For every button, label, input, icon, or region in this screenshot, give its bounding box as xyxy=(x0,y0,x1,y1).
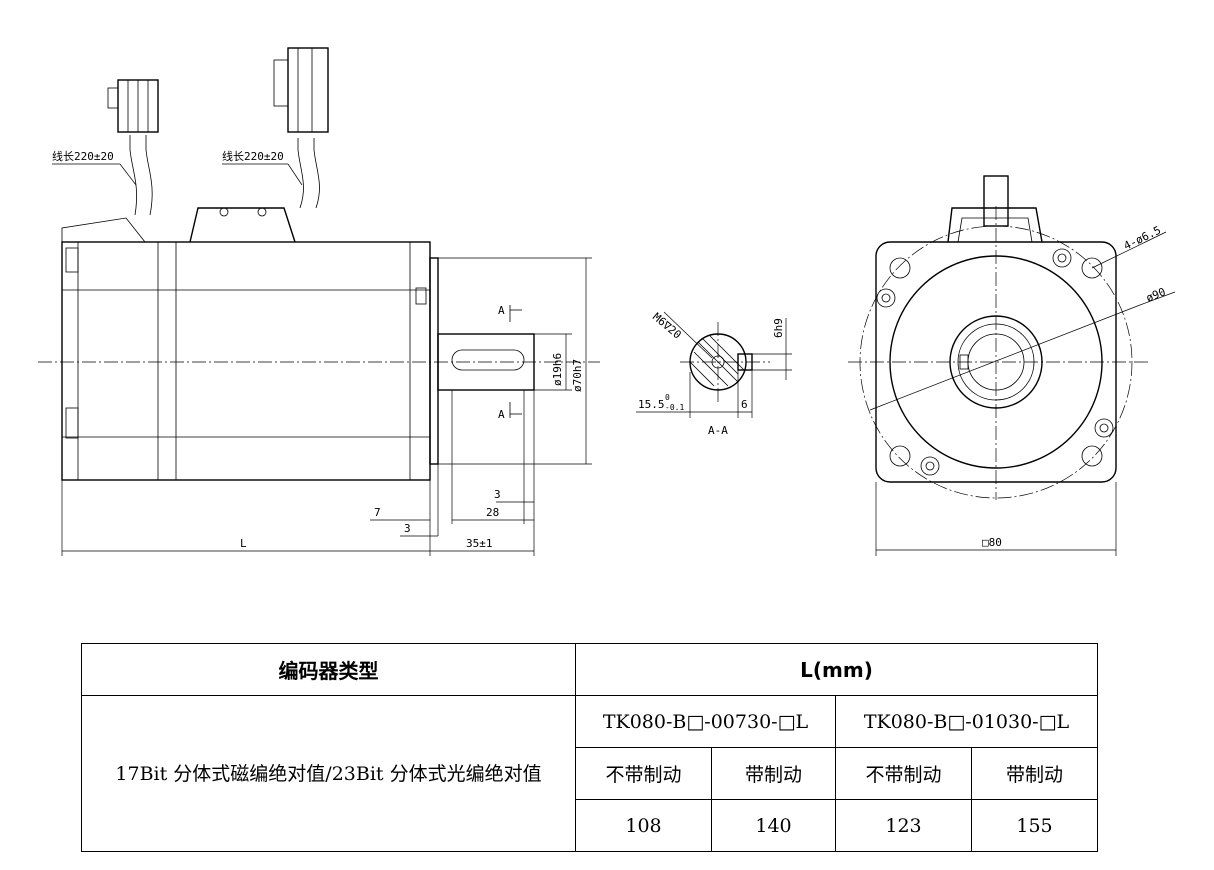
dim-flange-3: 3 xyxy=(404,522,411,535)
key-depth-tol-lower: -0.1 xyxy=(665,403,684,412)
side-view: 线长220±20 线长220±20 A A ø19h6 ø70h7 3 28 xyxy=(38,47,600,556)
dim-length-L: L xyxy=(240,537,247,550)
col-brake-2: 带制动 xyxy=(970,747,1099,800)
cable-length-label-1: 线长220±20 xyxy=(52,149,114,163)
section-mark-top: A xyxy=(498,304,505,317)
col-no-brake-1: 不带制动 xyxy=(575,747,712,800)
dim-shaft-diameter: ø19h6 xyxy=(551,353,564,386)
key-width: 6h9 xyxy=(772,318,785,338)
header-length: L(mm) xyxy=(574,643,1099,696)
section-mark-bottom: A xyxy=(498,408,505,421)
header-encoder-type: 编码器类型 xyxy=(81,643,576,696)
model-00730: TK080-B□-00730-□L xyxy=(575,695,836,748)
col-brake-1: 带制动 xyxy=(711,747,836,800)
dim-shaft-length: 35±1 xyxy=(466,537,493,550)
model-01030: TK080-B□-01030-□L xyxy=(834,695,1099,748)
encoder-description: 17Bit 分体式磁编绝对值/23Bit 分体式光编绝对值 xyxy=(81,695,576,852)
motor-dimension-drawing: 线长220±20 线长220±20 A A ø19h6 ø70h7 3 28 xyxy=(38,47,1176,556)
value-108: 108 xyxy=(575,799,712,852)
dim-shaft-chamfer: 3 xyxy=(494,488,501,501)
key-depth-tol-upper: 0 xyxy=(665,393,670,402)
pcd-diameter: ø90 xyxy=(1144,285,1167,304)
cable-length-label-2: 线长220±20 xyxy=(222,149,284,163)
value-123: 123 xyxy=(835,799,972,852)
key-dim: 6 xyxy=(741,398,748,411)
key-depth: 15.5 xyxy=(638,398,665,411)
mounting-holes: 4-ø6.5 xyxy=(1122,224,1163,253)
value-155: 155 xyxy=(970,799,1099,852)
dimension-table: 编码器类型 L(mm) 17Bit 分体式磁编绝对值/23Bit 分体式光编绝对… xyxy=(81,643,1099,852)
section-view: M6∇20 6h9 15.5 0 -0.1 6 A-A xyxy=(636,310,792,437)
dim-flange-7: 7 xyxy=(374,506,381,519)
front-view: ø90 4-ø6.5 □80 xyxy=(848,175,1176,556)
square-size: □80 xyxy=(982,536,1002,549)
col-no-brake-2: 不带制动 xyxy=(835,747,972,800)
section-title: A-A xyxy=(708,424,728,437)
value-140: 140 xyxy=(711,799,836,852)
dim-spigot-diameter: ø70h7 xyxy=(571,359,584,392)
dim-key-length: 28 xyxy=(486,506,499,519)
